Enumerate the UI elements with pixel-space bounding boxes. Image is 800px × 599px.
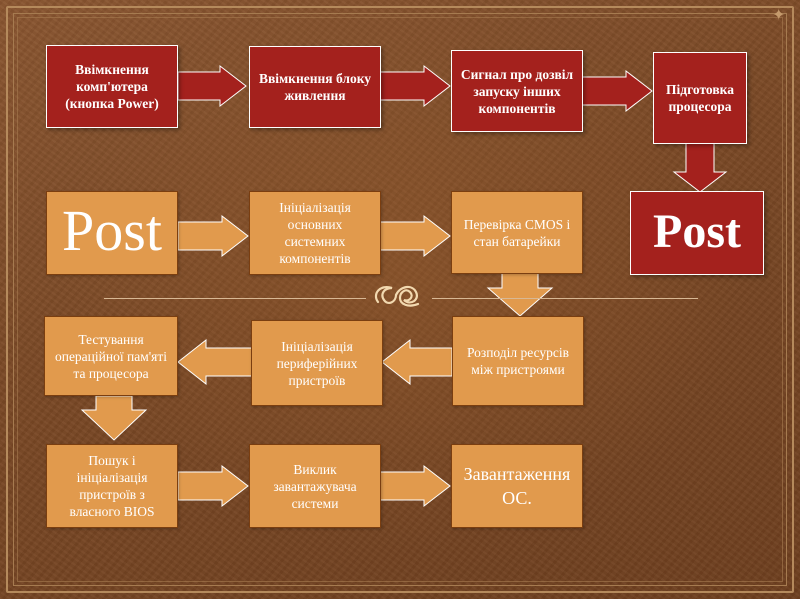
box-post-left-label: Post (62, 198, 162, 263)
arrow-right-1 (177, 64, 247, 108)
box-init-system-label: Ініціалізація основних системних компоне… (279, 200, 351, 266)
box-init-system: Ініціалізація основних системних компоне… (249, 191, 381, 275)
box-test-memory: Тестування операційної пам'яті та процес… (44, 316, 178, 396)
corner-ornament-icon: ✦ (772, 7, 786, 24)
box-cmos-check-label: Перевірка CMOS і стан батарейки (463, 216, 571, 249)
box-cmos-check: Перевірка CMOS і стан батарейки (451, 191, 583, 274)
box-test-memory-label: Тестування операційної пам'яті та процес… (54, 331, 168, 381)
box-post-right-label: Post (653, 205, 741, 258)
arrow-down-3 (80, 395, 148, 441)
box-search-bios: Пошук і ініціалізація пристроїв з власно… (46, 444, 178, 528)
box-psu-on-label: Ввімкнення блоку живлення (258, 71, 372, 103)
arrow-right-2 (379, 64, 451, 108)
arrow-right-4 (177, 214, 249, 258)
box-init-peripheral-label: Ініціалізація периферійних пристроїв (276, 338, 358, 388)
box-call-loader-label: Виклик завантажувача системи (273, 461, 357, 511)
box-start-signal: Сигнал про дозвіл запуску інших компонен… (451, 50, 583, 132)
box-post-left: Post (46, 191, 178, 275)
divider-left (104, 298, 366, 299)
arrow-right-3 (581, 69, 653, 113)
arrow-left-2 (177, 338, 253, 386)
box-psu-on: Ввімкнення блоку живлення (249, 46, 381, 128)
box-post-right: Post (630, 191, 764, 275)
box-cpu-prep: Підготовка процесора (653, 52, 747, 144)
fleuron-ornament-icon (374, 285, 420, 307)
box-load-os: Завантаження ОС. (451, 444, 583, 528)
arrow-right-7 (379, 464, 451, 508)
box-call-loader: Виклик завантажувача системи (249, 444, 381, 528)
arrow-right-5 (379, 214, 451, 258)
box-search-bios-label: Пошук і ініціалізація пристроїв з власно… (69, 453, 155, 519)
arrow-down-red (672, 141, 728, 193)
box-cpu-prep-label: Підготовка процесора (666, 82, 734, 114)
box-resource-alloc-label: Розподіл ресурсів між пристроями (466, 345, 570, 377)
box-start-signal-label: Сигнал про дозвіл запуску інших компонен… (460, 66, 574, 116)
box-resource-alloc: Розподіл ресурсів між пристроями (452, 316, 584, 406)
box-init-peripheral: Ініціалізація периферійних пристроїв (251, 320, 383, 406)
arrow-left-1 (381, 338, 453, 386)
arrow-right-6 (177, 464, 249, 508)
divider-right (432, 298, 698, 299)
box-power-button: Ввімкнення комп'ютера (кнопка Power) (46, 45, 178, 128)
arrow-down-2 (486, 272, 554, 317)
box-power-button-label: Ввімкнення комп'ютера (кнопка Power) (65, 62, 159, 111)
box-load-os-label: Завантаження ОС. (463, 464, 571, 508)
